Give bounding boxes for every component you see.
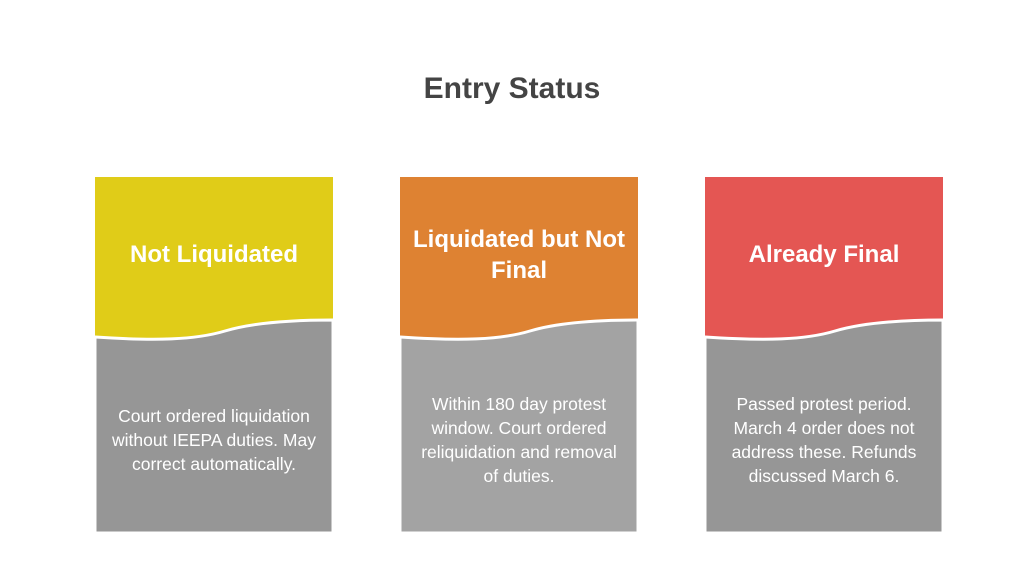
card-description: Within 180 day protest window. Court ord… — [421, 394, 617, 486]
card-heading: Not Liquidated — [130, 241, 298, 268]
card-background — [400, 177, 638, 533]
card-description: Court ordered liquidation without IEEPA … — [112, 406, 316, 474]
card-liquidated-not-final: Liquidated but Not Final Within 180 day … — [400, 177, 638, 533]
card-background — [95, 177, 333, 533]
card-heading: Already Final — [748, 241, 900, 268]
card-not-liquidated: Not Liquidated Court ordered liquidation… — [95, 177, 333, 533]
card-heading: Liquidated but Not Final — [413, 225, 625, 284]
card-background — [705, 177, 943, 533]
diagram-title: Entry Status — [423, 72, 601, 105]
card-description: Passed protest period. March 4 order doe… — [731, 394, 917, 486]
card-already-final: Already Final Passed protest period. Mar… — [705, 177, 943, 533]
